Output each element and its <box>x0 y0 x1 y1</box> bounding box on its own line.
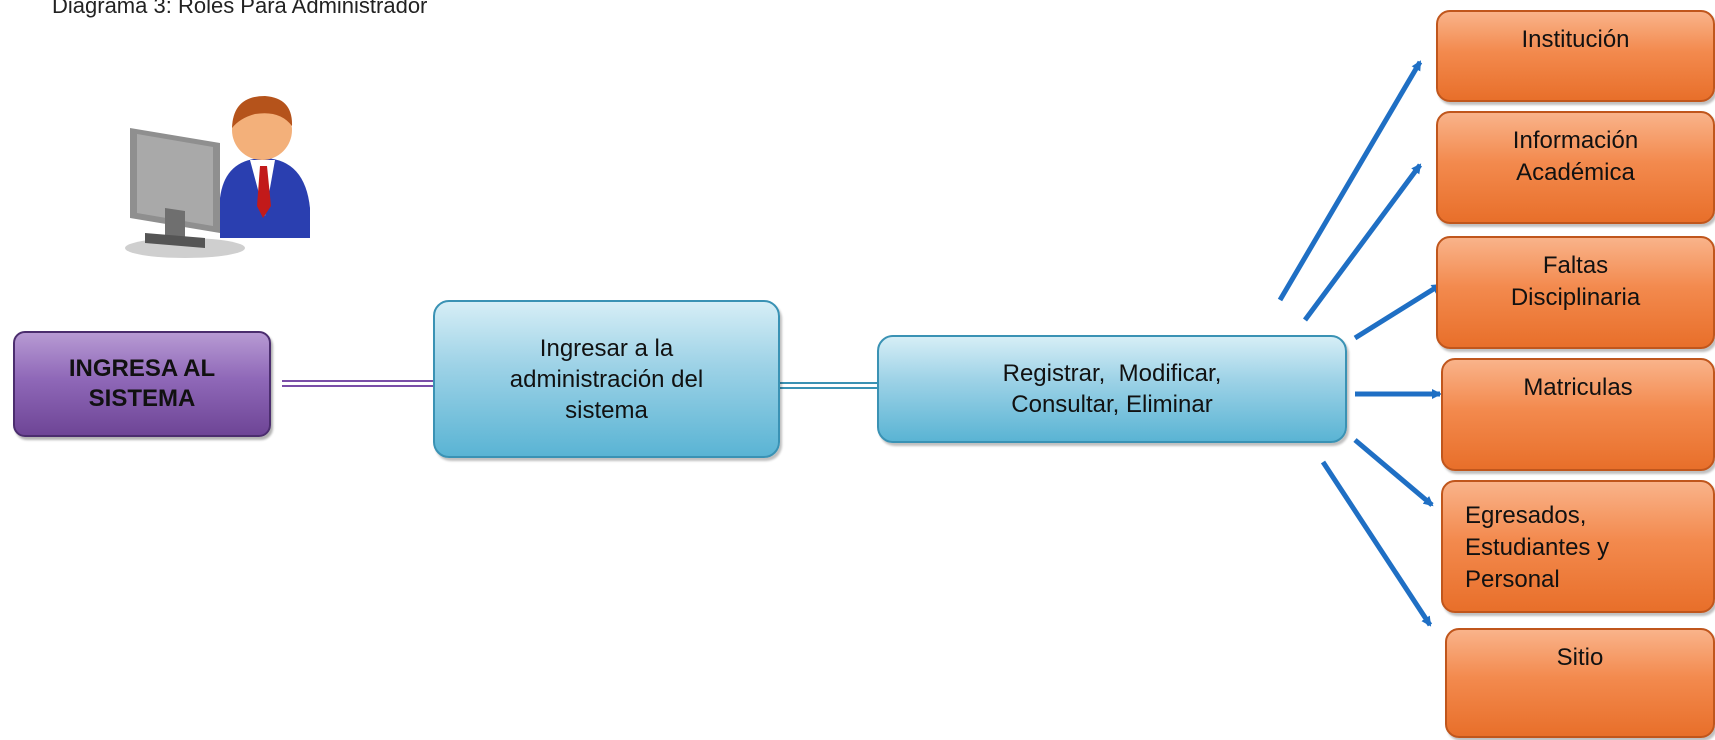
module-faltas-disciplinaria: Faltas Disciplinaria <box>1436 236 1715 349</box>
arrow-to-sitio <box>1320 460 1433 627</box>
module-informacion-academica: Información Académica <box>1436 111 1715 224</box>
module-label: Información <box>1512 127 1639 154</box>
arrow-to-faltas-disciplinaria <box>1353 282 1442 341</box>
module-label: Estudiantes y <box>1465 534 1610 561</box>
registrar-modificar-box: Registrar, Modificar, Consultar, Elimina… <box>877 335 1347 443</box>
step2-line: Registrar, Modificar, <box>1002 360 1222 387</box>
module-sitio: Sitio <box>1445 628 1715 738</box>
admin-user-computer-icon <box>125 96 310 258</box>
start-to-step1-connector <box>282 380 433 387</box>
module-label: Faltas <box>1542 252 1609 279</box>
module-matriculas: Matriculas <box>1441 358 1715 471</box>
step1-to-step2-connector <box>780 382 877 389</box>
module-label: Sitio <box>1556 644 1604 671</box>
ingresa-al-sistema-box: INGRESA AL SISTEMA <box>13 331 271 437</box>
start-line: INGRESA AL <box>68 355 216 382</box>
diagram-title: Diagrama 3: Roles Para Administrador <box>52 0 428 18</box>
module-label: Matriculas <box>1523 374 1633 401</box>
arrow-to-informacion-academica <box>1302 163 1423 322</box>
step2-line: Consultar, Eliminar <box>1011 391 1213 418</box>
step1-line: sistema <box>565 396 648 424</box>
module-label: Personal <box>1465 566 1560 593</box>
module-label: Académica <box>1516 159 1635 186</box>
module-egresados: Egresados, Estudiantes y Personal <box>1441 480 1715 613</box>
module-institucion: Institución <box>1436 10 1715 102</box>
start-line: SISTEMA <box>88 385 196 412</box>
module-label: Institución <box>1521 26 1630 53</box>
arrow-to-institucion <box>1277 60 1423 302</box>
arrow-to-egresados <box>1353 438 1434 507</box>
ingresar-administracion-box: Ingresar a la administración del sistema <box>433 300 780 458</box>
module-label: Disciplinaria <box>1510 284 1641 311</box>
step1-line: administración del <box>509 365 704 393</box>
module-label: Egresados, <box>1465 502 1587 529</box>
step1-line: Ingresar a la <box>539 334 674 362</box>
